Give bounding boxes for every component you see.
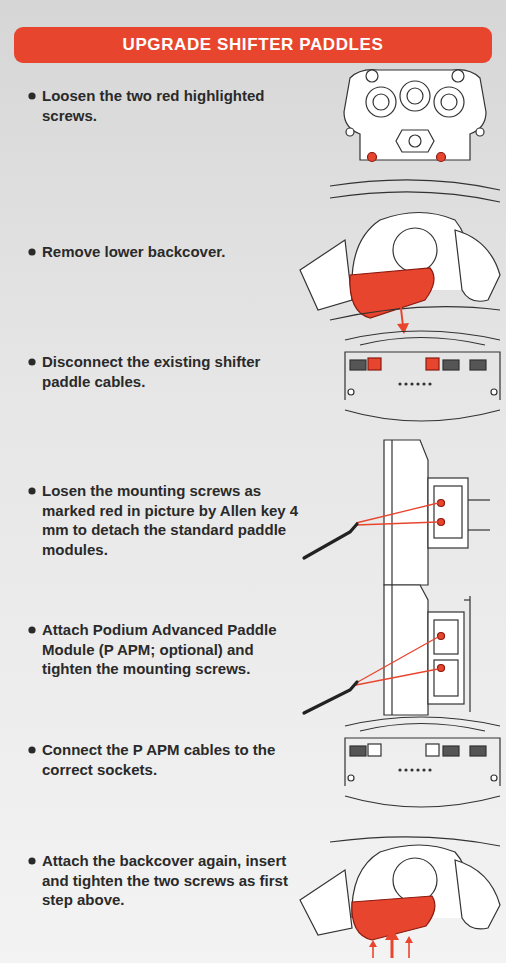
hub-front-figure [344,70,486,162]
step-instruction: Connect the P APM cables to the correct … [42,740,300,779]
title-banner: UPGRADE SHIFTER PADDLES [14,27,492,63]
step-instruction: Loosen the two red highlighted screws. [42,86,300,125]
bullet-dot [28,358,35,365]
paddle-module-side-figure [304,440,490,585]
step-instruction: Attach the backcover again, insert and t… [42,851,300,910]
step-instruction: Losen the mounting screws as marked red … [42,481,300,559]
backcover-removal-figure [300,180,500,334]
page-title: UPGRADE SHIFTER PADDLES [123,35,384,55]
step-instruction: Remove lower backcover. [42,242,300,262]
connector-board-figure [345,331,500,421]
connector-board-figure [345,717,500,807]
bullet-dot [28,248,35,255]
bullet-dot [28,857,35,864]
bullet-dot [28,626,35,633]
bullet-dot [28,746,35,753]
step-instruction: Disconnect the existing shifter paddle c… [42,352,300,391]
advanced-paddle-module-figure [304,585,470,715]
step-instruction: Attach Podium Advanced Paddle Module (P … [42,620,300,679]
bullet-dot [28,92,35,99]
backcover-attach-figure [300,837,500,958]
bullet-dot [28,487,35,494]
